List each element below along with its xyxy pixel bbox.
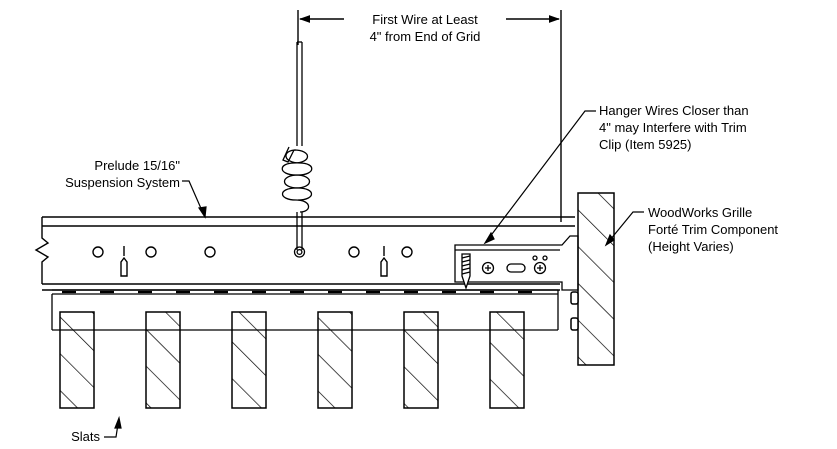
grid-slot [120,256,128,277]
slat [403,311,439,409]
hanger-note-line2: 4" may Interfere with Trim [599,120,747,135]
slat [489,311,525,409]
leaders [104,110,644,438]
dimension-label-line2: 4" from End of Grid [370,29,481,44]
slat [317,311,353,409]
grid-hole [145,246,157,258]
hanger-wire [281,41,313,258]
slats [59,311,525,409]
grid-slot [380,256,388,277]
slat [231,311,267,409]
grid-hole [204,246,216,258]
suspension-label-line1: Prelude 15/16" [94,158,180,173]
dimension-label-line1: First Wire at Least [372,12,478,27]
dimension-callout [297,10,562,222]
trim-component [570,192,615,366]
slat-carrier [51,289,559,331]
grid-hole [348,246,360,258]
slat [59,311,95,409]
trim-label-line3: (Height Varies) [648,239,734,254]
trim-clip [454,235,579,291]
suspension-label-line2: Suspension System [65,175,180,190]
grid-hole [92,246,104,258]
trim-label-line2: Forté Trim Component [648,222,778,237]
grid-break-line [34,217,50,284]
hanger-note-line1: Hanger Wires Closer than [599,103,749,118]
hanger-note-line3: Clip (Item 5925) [599,137,691,152]
slat [145,311,181,409]
slats-label: Slats [71,429,100,444]
grid-hole [401,246,413,258]
trim-leader [609,211,644,241]
suspension-leader [182,180,204,214]
hanger-note-leader [488,110,596,239]
trim-label-line1: WoodWorks Grille [648,205,752,220]
